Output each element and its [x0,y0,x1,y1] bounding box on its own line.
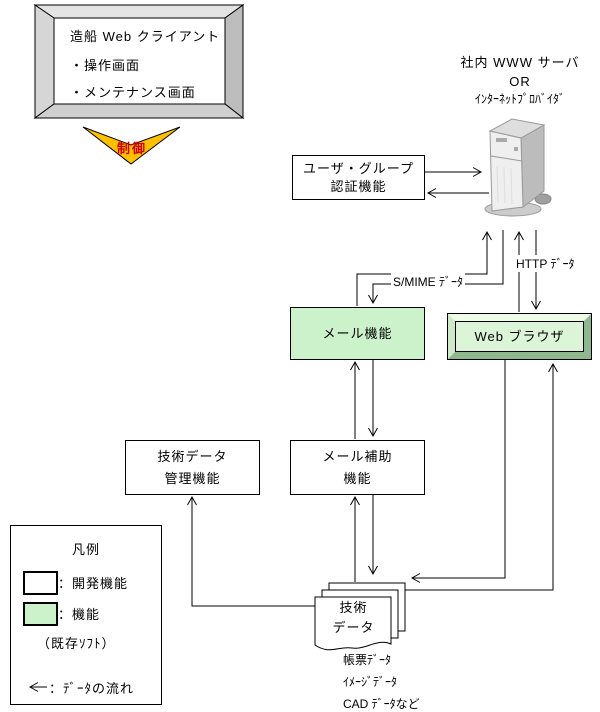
server-title-line1: 社内 WWW サーバ [460,55,580,70]
server-title-line2: OR [509,74,531,89]
auth-function-box: ユーザ・グループ 認証機能 [292,155,425,200]
note-report-data: 帳票ﾃﾞｰﾀ [343,653,392,667]
control-arrow-label: 制御 [117,141,148,156]
legend-note: （既存ｿﾌﾄ） [37,636,116,651]
mail-function-box: メール機能 [290,307,425,360]
legend-flow-label: ：ﾃﾞｰﾀの流れ [49,681,135,696]
arrow-mail-to-server-smime [356,230,492,306]
document-stack-icon [314,582,406,651]
client-item-maintenance: ・メンテナンス画面 [70,85,196,100]
auth-box-line1: ユーザ・グループ [303,160,414,176]
legend-label-developed: ：開発機能 [58,576,129,591]
web-browser-box: Web ブラウザ [447,313,592,360]
legend-swatch-developed [23,571,58,595]
arrow-server-to-mail-smime [368,230,504,305]
web-browser-label: Web ブラウザ [474,328,565,344]
web-browser-bevel: Web ブラウザ [448,314,591,359]
web-browser-face: Web ブラウザ [455,321,584,352]
doc-stack-line2: データ [332,620,375,635]
client-monitor-frame-icon [33,4,245,120]
control-arrow-icon [82,126,181,165]
tech-data-management-box: 技術データ 管理機能 [125,440,260,495]
legend-swatch-existing [23,602,58,626]
tech-mgmt-line1: 技術データ [157,448,228,464]
legend-box: 凡例 ：開発機能 ：機能 （既存ｿﾌﾄ） ：ﾃﾞｰﾀの流れ [10,525,162,705]
arrow-stack-to-browser [405,362,558,591]
auth-box-line2: 認証機能 [330,178,387,194]
mail-assist-line2: 機能 [343,470,372,486]
arrow-stack-to-mgmt [187,495,316,607]
server-icon [484,118,552,217]
server-title-line3: ｲﾝﾀｰﾈｯﾄﾌﾟﾛﾊﾞｲﾀﾞ [474,92,565,106]
tech-mgmt-line2: 管理機能 [164,470,221,486]
note-cad-data: CAD ﾃﾞｰﾀなど [343,697,420,711]
client-item-operation: ・操作画面 [70,58,141,73]
arrow-browser-to-stack [410,360,506,583]
legend-label-existing: ：機能 [58,607,101,622]
mail-function-label: メール機能 [322,325,393,341]
client-title: 造船 Web クライアント [70,29,221,44]
legend-title: 凡例 [71,542,100,557]
mail-assist-line1: メール補助 [322,448,393,464]
doc-stack-line1: 技術 [339,600,368,615]
http-data-label: HTTP ﾃﾞｰﾀ [514,255,577,272]
mail-assist-box: メール補助 機能 [290,440,425,495]
note-image-data: ｲﾒｰｼﾞﾃﾞｰﾀ [343,675,398,689]
smime-data-label: S/MIME ﾃﾞｰﾀ [391,273,466,290]
